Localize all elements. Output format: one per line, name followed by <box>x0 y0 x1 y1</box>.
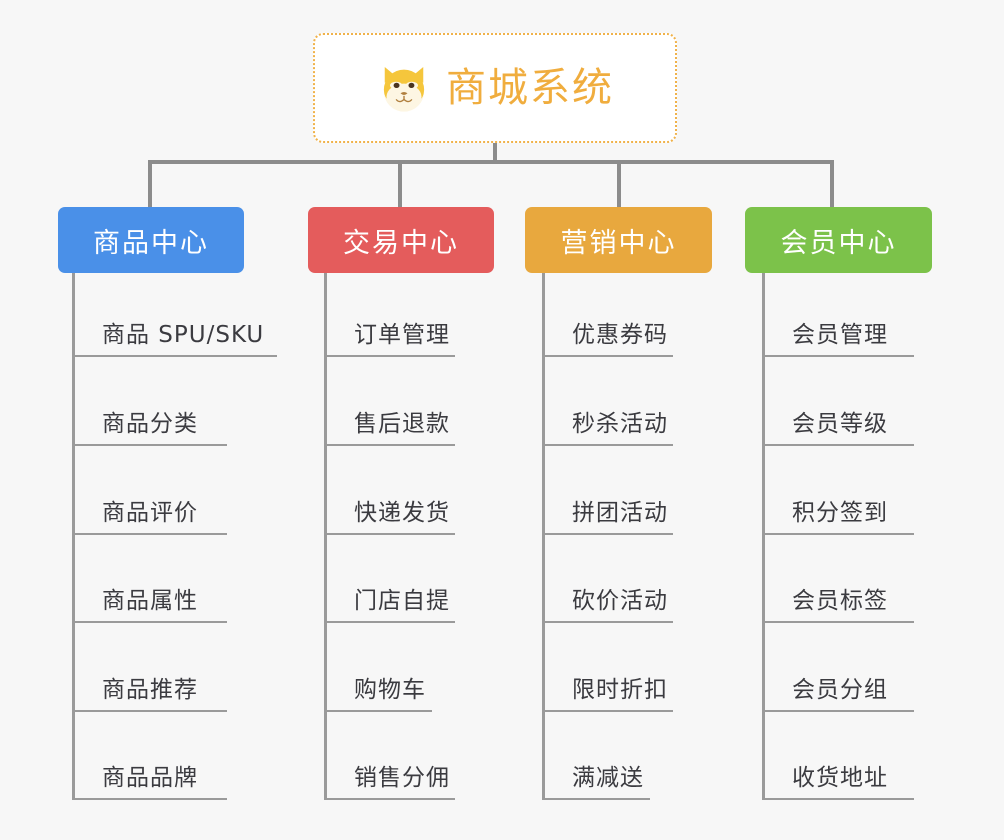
leaf-label: 会员管理 <box>792 322 888 348</box>
leaf-row[interactable]: 商品推荐 <box>72 677 227 712</box>
leaf-label: 快递发货 <box>354 500 450 526</box>
leaf-label: 满减送 <box>572 765 644 791</box>
leaf-label: 会员标签 <box>792 588 888 614</box>
leaf-label: 商品属性 <box>102 588 198 614</box>
leaf-label: 购物车 <box>354 677 426 703</box>
leaf-row[interactable]: 会员标签 <box>762 588 914 623</box>
leaf-label: 门店自提 <box>354 588 450 614</box>
branch-drop-connector-1 <box>148 160 152 207</box>
leaf-row[interactable]: 快递发货 <box>324 500 455 535</box>
leaf-row[interactable]: 满减送 <box>542 765 650 800</box>
leaf-row[interactable]: 积分签到 <box>762 500 914 535</box>
leaf-label: 会员等级 <box>792 411 888 437</box>
leaf-label: 优惠券码 <box>572 322 668 348</box>
root-node[interactable]: 商城系统 <box>313 33 677 143</box>
leaf-label: 商品推荐 <box>102 677 198 703</box>
branch-spine-2 <box>324 273 327 800</box>
root-title: 商城系统 <box>446 65 614 111</box>
leaf-label: 订单管理 <box>354 322 450 348</box>
branch-header-label: 会员中心 <box>780 227 897 259</box>
leaf-label: 积分签到 <box>792 500 888 526</box>
leaf-row[interactable]: 商品属性 <box>72 588 227 623</box>
leaf-row[interactable]: 商品分类 <box>72 411 227 446</box>
leaf-label: 商品分类 <box>102 411 198 437</box>
branch-header-商品中心[interactable]: 商品中心 <box>58 207 244 273</box>
branch-drop-connector-2 <box>398 160 402 207</box>
branch-header-label: 交易中心 <box>343 227 459 259</box>
leaf-row[interactable]: 优惠券码 <box>542 322 673 357</box>
branch-spine-3 <box>542 273 545 800</box>
leaf-row[interactable]: 商品品牌 <box>72 765 227 800</box>
leaf-label: 拼团活动 <box>572 500 668 526</box>
branch-header-营销中心[interactable]: 营销中心 <box>525 207 712 273</box>
leaf-label: 商品品牌 <box>102 765 198 791</box>
leaf-row[interactable]: 限时折扣 <box>542 677 673 712</box>
leaf-row[interactable]: 门店自提 <box>324 588 455 623</box>
leaf-label: 收货地址 <box>792 765 888 791</box>
branch-header-label: 商品中心 <box>93 227 209 259</box>
leaf-row[interactable]: 商品评价 <box>72 500 227 535</box>
branch-header-label: 营销中心 <box>560 227 677 259</box>
leaf-row[interactable]: 购物车 <box>324 677 432 712</box>
branch-header-会员中心[interactable]: 会员中心 <box>745 207 932 273</box>
leaf-row[interactable]: 商品 SPU/SKU <box>72 322 277 357</box>
leaf-label: 商品评价 <box>102 500 198 526</box>
root-trunk-connector <box>493 143 497 162</box>
branch-spine-1 <box>72 273 75 800</box>
leaf-row[interactable]: 订单管理 <box>324 322 455 357</box>
leaf-label: 秒杀活动 <box>572 411 668 437</box>
leaf-row[interactable]: 销售分佣 <box>324 765 455 800</box>
branch-header-交易中心[interactable]: 交易中心 <box>308 207 494 273</box>
leaf-row[interactable]: 秒杀活动 <box>542 411 673 446</box>
leaf-row[interactable]: 收货地址 <box>762 765 914 800</box>
leaf-row[interactable]: 会员等级 <box>762 411 914 446</box>
leaf-row[interactable]: 拼团活动 <box>542 500 673 535</box>
shiba-dog-icon <box>376 60 432 116</box>
leaf-row[interactable]: 会员分组 <box>762 677 914 712</box>
branch-drop-connector-4 <box>830 160 834 207</box>
leaf-label: 会员分组 <box>792 677 888 703</box>
leaf-row[interactable]: 会员管理 <box>762 322 914 357</box>
leaf-label: 销售分佣 <box>354 765 450 791</box>
branch-drop-connector-3 <box>617 160 621 207</box>
leaf-label: 商品 SPU/SKU <box>102 322 265 348</box>
leaf-label: 售后退款 <box>354 411 450 437</box>
leaf-row[interactable]: 售后退款 <box>324 411 455 446</box>
leaf-row[interactable]: 砍价活动 <box>542 588 673 623</box>
leaf-label: 砍价活动 <box>572 588 668 614</box>
branch-bus-connector <box>148 160 834 164</box>
branch-spine-4 <box>762 273 765 800</box>
leaf-label: 限时折扣 <box>572 677 668 703</box>
